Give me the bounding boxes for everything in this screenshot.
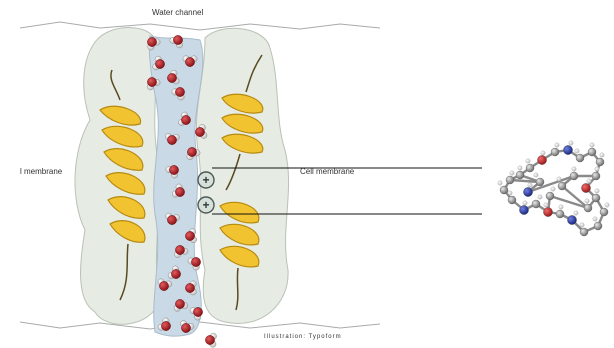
molecule-atom <box>600 208 608 216</box>
molecule-atom <box>584 204 592 212</box>
molecule-atom <box>595 189 599 193</box>
molecule-atom <box>575 149 579 153</box>
molecule-atom <box>585 199 589 203</box>
molecule-atom <box>590 143 594 147</box>
molecule-atom <box>518 166 522 170</box>
molecule-atom <box>569 141 573 145</box>
molecule-atom <box>580 223 584 227</box>
molecule-atom <box>523 187 532 196</box>
molecule-atom <box>546 192 554 200</box>
molecule-atom <box>516 171 524 179</box>
molecule-atom <box>534 173 538 177</box>
molecule-atom <box>526 164 534 172</box>
molecule-atom <box>544 203 548 207</box>
molecule-atom <box>588 148 596 156</box>
molecule-atom <box>587 179 591 183</box>
water-channel-label: Water channel <box>152 8 203 17</box>
molecule-atom <box>570 172 578 180</box>
molecule-atom <box>523 201 527 205</box>
molecule-atom <box>526 159 530 163</box>
molecule-atom <box>532 200 540 208</box>
molecule-atom <box>574 211 578 215</box>
positive-ion-icon: + <box>198 172 214 188</box>
molecule-atom <box>595 167 599 171</box>
molecule-atom <box>580 228 588 236</box>
molecule-atom <box>498 181 502 185</box>
cell-membrane-label: Cell membrane <box>300 167 354 176</box>
molecule-atom <box>594 222 602 230</box>
ion-charge: + <box>202 173 209 187</box>
membrane-bottom-edge <box>20 322 380 329</box>
molecule-atom <box>538 195 542 199</box>
molecule-atom <box>558 182 566 190</box>
ion-charge: + <box>202 198 209 212</box>
molecule-atom <box>592 194 600 202</box>
molecule-atom <box>543 207 552 216</box>
molecule-atom <box>557 177 561 181</box>
molecule-atom <box>528 183 532 187</box>
molecule-atom <box>536 178 544 186</box>
molecule-atom <box>559 205 563 209</box>
water-molecule-icon <box>205 333 216 347</box>
molecule-atom <box>555 143 559 147</box>
molecule-atom <box>596 158 604 166</box>
molecule-atom <box>605 203 609 207</box>
positive-ion-icon: + <box>198 197 214 213</box>
molecule-atom <box>567 215 576 224</box>
molecule-atom <box>581 183 590 192</box>
molecule-atom <box>576 154 584 162</box>
membrane-top-edge <box>20 22 380 30</box>
molecule-atom <box>593 217 597 221</box>
molecule-atom <box>541 151 545 155</box>
molecule-atom <box>519 205 528 214</box>
molecule-atom <box>508 196 516 204</box>
molecule-atom <box>551 187 555 191</box>
molecule-atom <box>556 210 564 218</box>
molecule-atom <box>600 153 604 157</box>
molecule-atom <box>510 171 514 175</box>
molecule-atom <box>537 155 546 164</box>
molecule-atom <box>572 167 576 171</box>
molecule-atom <box>592 172 600 180</box>
molecule-atom <box>551 148 559 156</box>
molecule-atom <box>500 186 508 194</box>
molecule-atom <box>508 191 512 195</box>
membrane-label-left: l membrane <box>20 167 62 176</box>
illustration-credit: Illustration: Typoform <box>264 334 342 340</box>
ball-and-stick-molecule-icon <box>498 141 609 236</box>
molecule-atom <box>563 145 572 154</box>
molecule-atom <box>506 176 514 184</box>
